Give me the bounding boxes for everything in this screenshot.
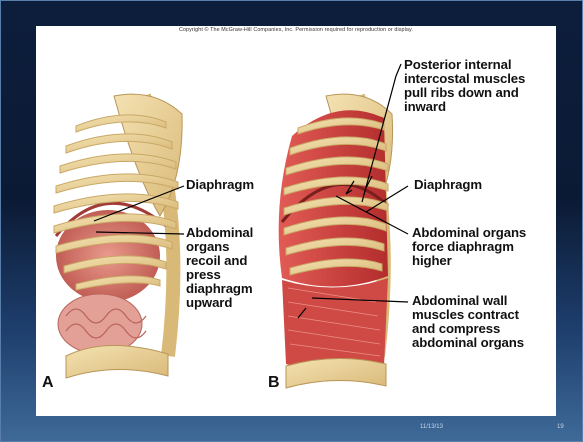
torso-b <box>279 64 408 388</box>
label-abdominal-organs-recoil: Abdominal organs recoil and press diaphr… <box>186 226 253 310</box>
label-posterior-intercostal: Posterior internal intercostal muscles p… <box>404 58 525 114</box>
page-number: 19 <box>557 424 564 430</box>
label-diaphragm-a: Diaphragm <box>186 178 254 192</box>
intestines-a <box>58 294 142 354</box>
figure-panel: Copyright © The McGraw-Hill Companies, I… <box>36 26 556 416</box>
panel-letter-b: B <box>268 374 280 392</box>
torso-a <box>54 94 184 378</box>
panel-letter-a: A <box>42 374 54 392</box>
label-abdominal-organs-force: Abdominal organs force diaphragm higher <box>412 226 526 268</box>
label-abdominal-wall: Abdominal wall muscles contract and comp… <box>412 294 524 350</box>
label-diaphragm-b: Diaphragm <box>414 178 482 192</box>
footer-date: 11/13/13 <box>420 424 443 430</box>
